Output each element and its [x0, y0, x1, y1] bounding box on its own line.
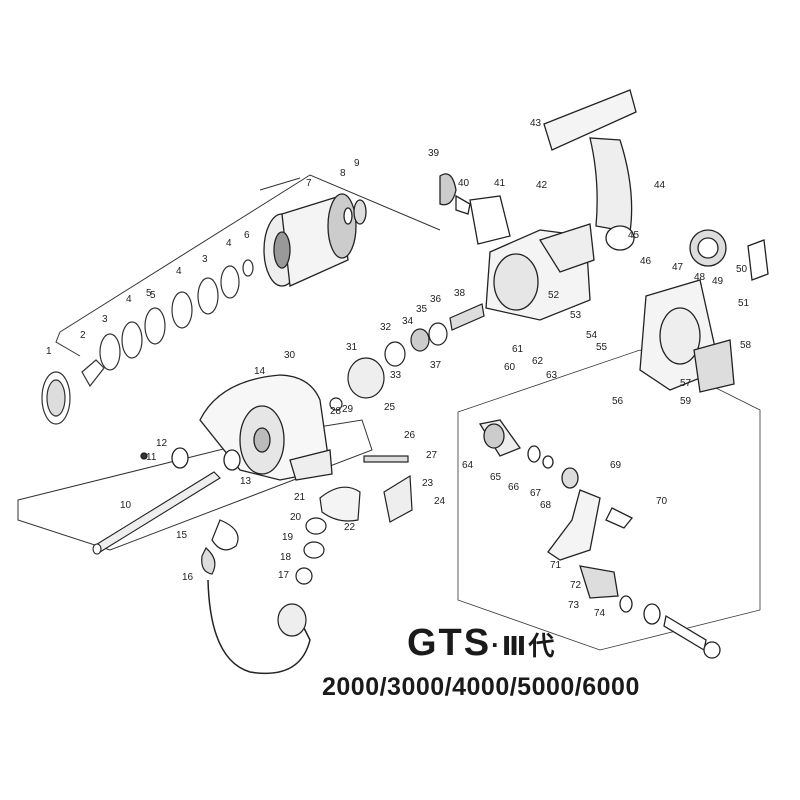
reel-foot — [543, 89, 637, 251]
part-label: 34 — [402, 316, 414, 327]
part-label: 51 — [738, 298, 750, 309]
product-title: GTS·Ⅲ代 — [407, 622, 556, 665]
part-label: 1 — [46, 346, 52, 357]
part-label: 52 — [548, 290, 560, 301]
part-label: 23 — [422, 478, 434, 489]
part-label: 4 — [176, 266, 182, 277]
part-label: 8 — [340, 168, 346, 179]
part-label: 71 — [550, 560, 562, 571]
part-label: 4 — [226, 238, 232, 249]
body-housing — [439, 173, 595, 321]
part-label: 25 — [384, 402, 396, 413]
generation-label: Ⅲ代 — [501, 632, 557, 662]
part-label: 14 — [254, 366, 266, 377]
part-label: 29 — [342, 404, 354, 415]
part-label: 58 — [740, 340, 752, 351]
part-label: 11 — [146, 452, 157, 463]
spool — [263, 193, 367, 287]
part-label: 62 — [532, 356, 544, 367]
part-number-labels: 1 2 3 4 5 4 3 4 5 6 7 8 9 10 11 12 13 14… — [46, 118, 752, 619]
part-label: 64 — [462, 460, 474, 471]
part-label: 32 — [380, 322, 392, 333]
title-separator: · — [491, 629, 502, 660]
part-label: 73 — [568, 600, 580, 611]
part-label: 39 — [428, 148, 440, 159]
part-label: 13 — [240, 476, 252, 487]
part-label: 24 — [434, 496, 446, 507]
part-label: 54 — [586, 330, 598, 341]
part-label: 47 — [672, 262, 684, 273]
part-label: 3 — [102, 314, 108, 325]
part-label: 16 — [182, 572, 194, 583]
part-label: 72 — [570, 580, 582, 591]
part-label: 49 — [712, 276, 724, 287]
part-label: 56 — [612, 396, 624, 407]
part-label: 66 — [508, 482, 520, 493]
part-label: 55 — [596, 342, 608, 353]
part-label: 2 — [80, 330, 86, 341]
part-label: 43 — [530, 118, 542, 129]
part-label: 19 — [282, 532, 294, 543]
part-label: 41 — [494, 178, 506, 189]
handle-assembly — [478, 419, 721, 659]
rotor-body — [140, 374, 333, 481]
part-label: 61 — [512, 344, 524, 355]
part-label: 46 — [640, 256, 652, 267]
part-label: 17 — [278, 570, 290, 581]
drag-washer-stack — [41, 259, 254, 425]
part-label: 18 — [280, 552, 292, 563]
part-label: 22 — [344, 522, 356, 533]
part-label: 15 — [176, 530, 188, 541]
model-name: GTS — [407, 622, 492, 664]
part-label: 63 — [546, 370, 558, 381]
part-label: 6 — [244, 230, 250, 241]
part-label: 42 — [536, 180, 548, 191]
part-label: 4 — [126, 294, 132, 305]
part-label: 10 — [120, 500, 132, 511]
model-sizes: 2000/3000/4000/5000/6000 — [322, 673, 640, 701]
part-label: 50 — [736, 264, 748, 275]
part-label: 21 — [294, 492, 306, 503]
part-label: 28 — [330, 406, 342, 417]
part-label: 60 — [504, 362, 516, 373]
part-label: 69 — [610, 460, 622, 471]
part-label: 36 — [430, 294, 442, 305]
part-label: 45 — [628, 230, 640, 241]
part-label: 5 — [146, 288, 152, 299]
part-label: 35 — [416, 304, 428, 315]
part-label: 20 — [290, 512, 302, 523]
part-label: 7 — [306, 178, 312, 189]
part-label: 33 — [390, 370, 402, 381]
part-label: 37 — [430, 360, 442, 371]
part-label: 3 — [202, 254, 208, 265]
part-label: 65 — [490, 472, 502, 483]
part-label: 74 — [594, 608, 606, 619]
spool-group-frame — [59, 174, 441, 333]
main-shaft — [92, 471, 221, 555]
part-label: 57 — [680, 378, 692, 389]
part-label: 12 — [156, 438, 168, 449]
part-label: 5 — [150, 290, 156, 301]
pinion-section — [329, 303, 485, 411]
bail-assembly — [201, 455, 413, 675]
part-label: 68 — [540, 500, 552, 511]
part-label: 59 — [680, 396, 692, 407]
part-label: 67 — [530, 488, 542, 499]
part-label: 31 — [346, 342, 358, 353]
part-label: 48 — [694, 272, 706, 283]
part-label: 38 — [454, 288, 466, 299]
drive-gear-side-plate — [639, 229, 769, 393]
part-label: 44 — [654, 180, 666, 191]
part-label: 70 — [656, 496, 668, 507]
part-label: 9 — [354, 158, 360, 169]
handle-group-frame — [457, 349, 761, 651]
part-label: 53 — [570, 310, 582, 321]
part-label: 40 — [458, 178, 470, 189]
part-label: 27 — [426, 450, 438, 461]
part-label: 26 — [404, 430, 416, 441]
part-label: 30 — [284, 350, 296, 361]
